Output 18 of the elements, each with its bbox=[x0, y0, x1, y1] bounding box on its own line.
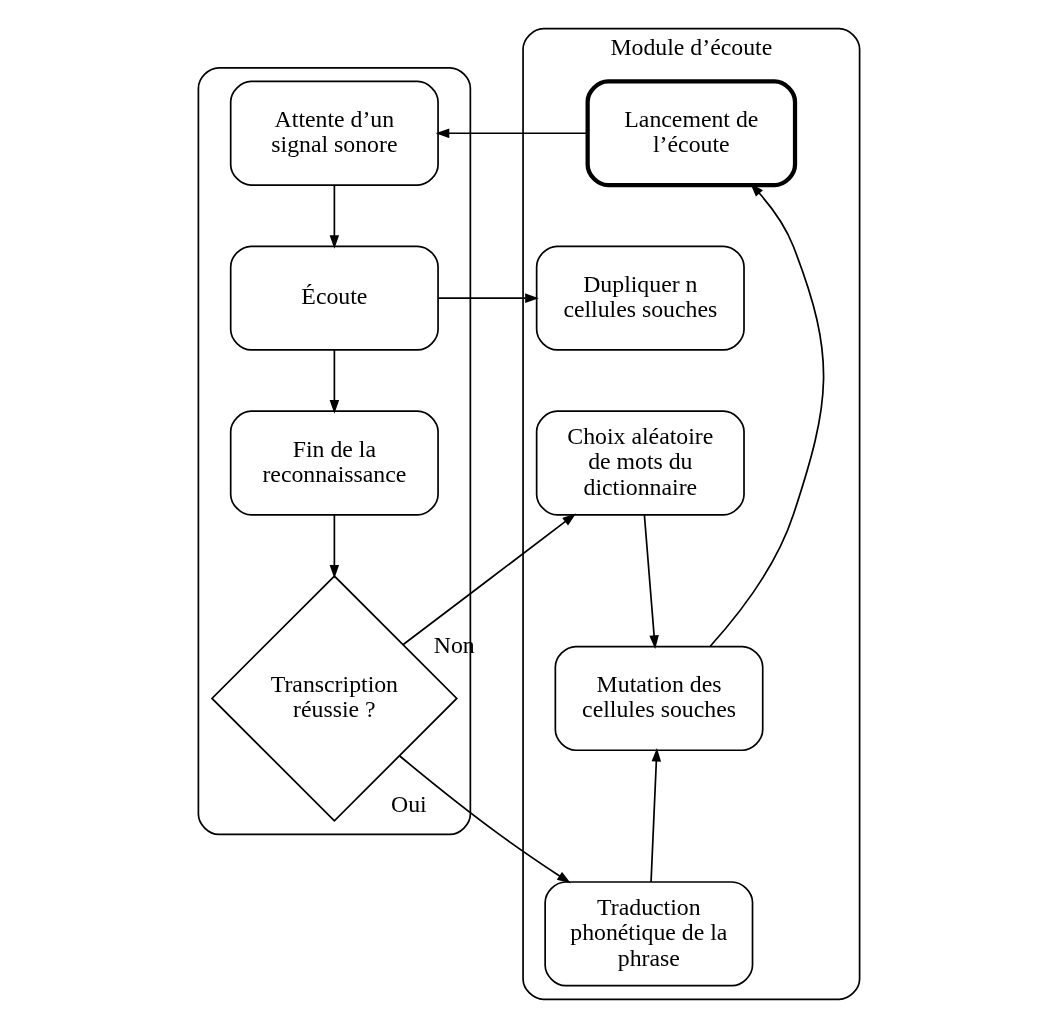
arrow bbox=[435, 128, 588, 138]
node-box: Lancement de l’écoute bbox=[585, 79, 797, 188]
arrow bbox=[437, 293, 539, 303]
edge-label: Oui bbox=[390, 791, 427, 818]
arrow bbox=[643, 514, 659, 650]
arrow bbox=[329, 184, 339, 249]
arrow bbox=[329, 514, 339, 579]
node-box: Traduction phonétique de la phrase bbox=[543, 881, 753, 987]
arrow bbox=[401, 513, 576, 646]
arrow bbox=[649, 747, 661, 883]
node-box: Écoute bbox=[229, 245, 439, 351]
node-box: Choix aléatoire de mots du dictionnaire bbox=[535, 410, 745, 516]
node-box: Fin de la reconnaissance bbox=[229, 410, 439, 516]
node-box: Attente d’un signal sonore bbox=[229, 80, 439, 186]
node-box: Mutation des cellules souches bbox=[554, 645, 764, 752]
node-box: Dupliquer n cellules souches bbox=[535, 245, 745, 351]
arrow bbox=[398, 755, 571, 884]
arrow bbox=[329, 349, 339, 414]
